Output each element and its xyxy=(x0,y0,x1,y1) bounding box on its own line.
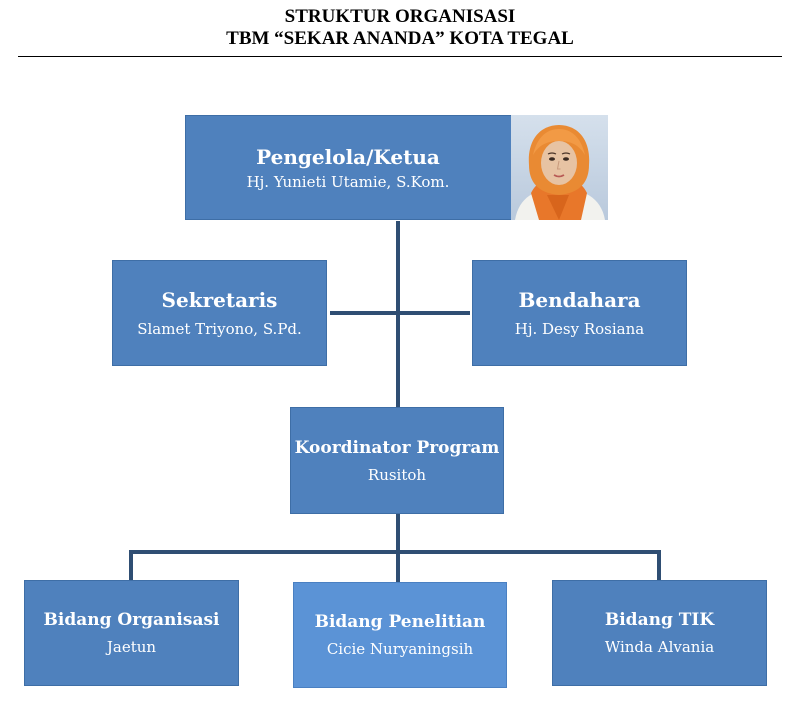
division-name: Jaetun xyxy=(106,638,157,656)
treasurer-box: Bendahara Hj. Desy Rosiana xyxy=(472,260,687,366)
division-role: Bidang TIK xyxy=(604,610,715,630)
secretary-name: Slamet Triyono, S.Pd. xyxy=(137,320,302,338)
division-role: Bidang Penelitian xyxy=(314,612,486,632)
division-name: Cicie Nuryaningsih xyxy=(326,640,474,658)
division-box-penelitian: Bidang Penelitian Cicie Nuryaningsih xyxy=(293,582,507,688)
title-line-1: STRUKTUR ORGANISASI xyxy=(284,6,516,27)
treasurer-name: Hj. Desy Rosiana xyxy=(514,320,645,338)
head-name: Hj. Yunieti Utamie, S.Kom. xyxy=(246,172,450,191)
division-box-tik: Bidang TIK Winda Alvania xyxy=(552,580,767,686)
secretary-role: Sekretaris xyxy=(161,288,278,312)
coordinator-role: Koordinator Program xyxy=(294,437,500,458)
coordinator-name: Rusitoh xyxy=(367,465,427,484)
division-box-organisasi: Bidang Organisasi Jaetun xyxy=(24,580,239,686)
coordinator-box: Koordinator Program Rusitoh xyxy=(290,407,504,514)
head-role: Pengelola/Ketua xyxy=(256,144,440,169)
division-name: Winda Alvania xyxy=(604,638,715,656)
treasurer-role: Bendahara xyxy=(518,288,641,312)
woman-portrait-orange-hijab-icon xyxy=(511,115,608,220)
division-role: Bidang Organisasi xyxy=(43,610,220,630)
head-photo xyxy=(511,115,608,220)
title-divider xyxy=(18,56,782,57)
secretary-box: Sekretaris Slamet Triyono, S.Pd. xyxy=(112,260,327,366)
chart-title: STRUKTUR ORGANISASI TBM “SEKAR ANANDA” K… xyxy=(0,6,800,50)
title-line-2: TBM “SEKAR ANANDA” KOTA TEGAL xyxy=(226,28,574,49)
